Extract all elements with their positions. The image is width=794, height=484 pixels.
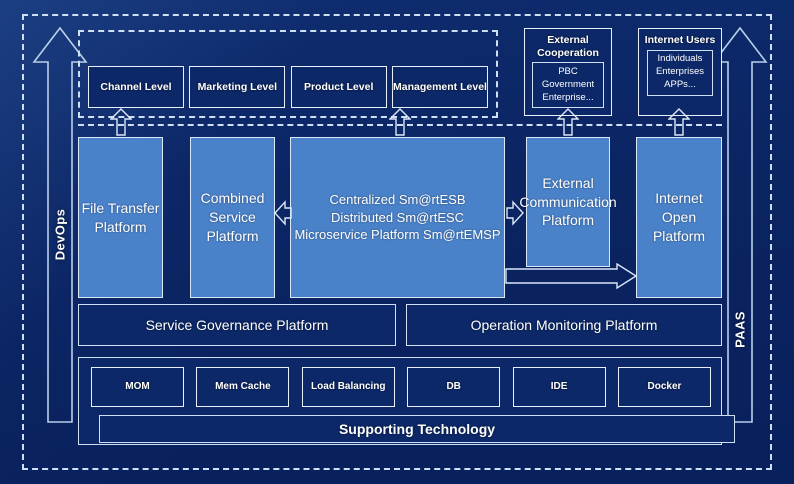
supporting-technology-row: MOM Mem Cache Load Balancing DB IDE Dock… [91,367,711,407]
platform-centralized-esb-lines: Centralized Sm@rtESB Distributed Sm@rtES… [294,191,500,244]
platform-file-transfer[interactable]: File Transfer Platform [78,137,163,298]
platform-combined-service-label: Combined Service Platform [200,190,265,244]
platform-centralized-esb[interactable]: Centralized Sm@rtESB Distributed Sm@rtES… [290,137,505,298]
internet-users-detail: Individuals Enterprises APPs... [647,49,713,96]
diagram-outer-boundary [22,14,772,470]
platform-external-communication[interactable]: External Communication Platform [519,137,617,267]
devops-arrow: DevOps [32,22,88,452]
up-arrow-file-transfer [110,108,132,136]
tech-box-mom[interactable]: MOM [91,367,184,407]
up-arrow-centralized [389,108,411,136]
business-level-row: Channel Level Marketing Level Product Le… [80,32,496,116]
level-box-marketing[interactable]: Marketing Level [189,66,286,108]
level-box-management[interactable]: Management Level [391,66,488,108]
platform-internet-open-label: Internet Open Platform [652,190,706,244]
platform-combined-service[interactable]: Combined Service Platform [190,137,275,298]
devops-arrow-shape [32,26,88,423]
platform-internet-open[interactable]: Internet Open Platform [636,137,722,298]
left-arrow-combined-to-esb [274,200,292,226]
external-cooperation-title: External Cooperation [537,34,599,59]
platform-file-transfer-label: File Transfer Platform [81,199,160,235]
business-level-group: Channel Level Marketing Level Product Le… [78,30,498,118]
supporting-technology-bar: Supporting Technology [99,415,735,443]
external-cooperation-detail: PBC Government Enterprise... [532,62,604,109]
layer-separator-dashed [78,124,722,126]
esb-line-3: Microservice Platform Sm@rtEMSP [294,227,501,243]
long-arrow-esb-to-internet-open [505,263,637,290]
level-box-product[interactable]: Product Level [290,66,387,108]
tech-box-ide[interactable]: IDE [512,367,606,407]
tech-box-db[interactable]: DB [407,367,501,407]
paas-arrow-label: PAAS [732,311,748,348]
service-governance-platform[interactable]: Service Governance Platform [78,304,396,346]
internet-users-title: Internet Users [644,34,716,46]
supporting-technology-bar-label: Supporting Technology [338,421,496,437]
operation-monitoring-platform-label: Operation Monitoring Platform [470,317,658,333]
platform-external-communication-label: External Communication Platform [519,174,617,229]
tech-box-mem-cache[interactable]: Mem Cache [196,367,290,407]
operation-monitoring-platform[interactable]: Operation Monitoring Platform [406,304,722,346]
devops-arrow-label: DevOps [52,208,68,261]
tech-box-docker[interactable]: Docker [617,367,711,407]
internet-users-box[interactable]: Internet Users Individuals Enterprises A… [638,28,722,116]
level-box-channel[interactable]: Channel Level [88,66,184,108]
right-arrow-esb-to-external-communication [506,200,524,226]
service-governance-platform-label: Service Governance Platform [145,317,329,333]
up-arrow-external-communication [557,108,579,136]
esb-line-2: Distributed Sm@rtESC [330,209,465,225]
external-cooperation-box[interactable]: External Cooperation PBC Government Ente… [524,28,612,116]
tech-box-load-balancing[interactable]: Load Balancing [301,367,395,407]
up-arrow-internet-open [668,108,690,136]
esb-line-1: Centralized Sm@rtESB [329,192,466,208]
supporting-technology-container: MOM Mem Cache Load Balancing DB IDE Dock… [78,357,735,445]
